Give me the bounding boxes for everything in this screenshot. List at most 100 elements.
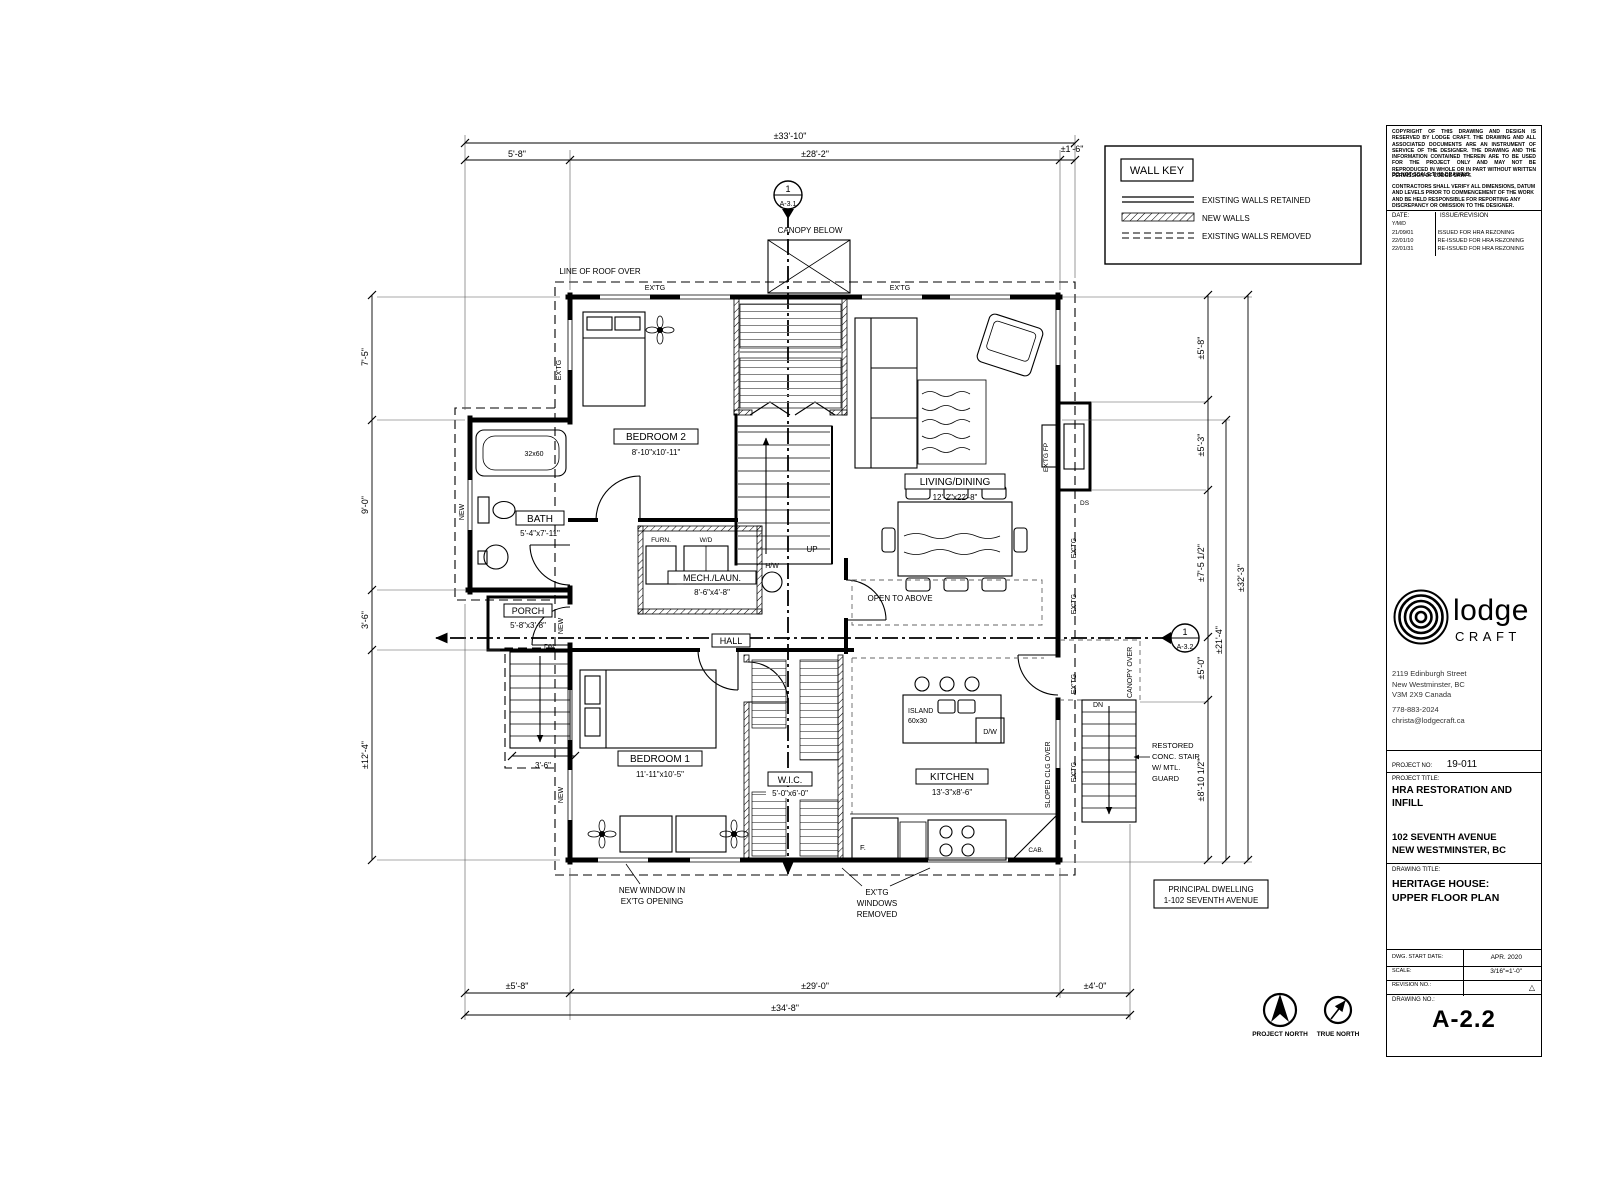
extg-label: EX'TG [1071, 594, 1078, 614]
room-porch-dims: 5'-8"x3'-8" [510, 621, 546, 630]
scale-label: SCALE: [1392, 968, 1412, 974]
project-no-label: PROJECT NO: [1392, 763, 1433, 769]
dim-top-right: ±1'-6" [1061, 144, 1084, 154]
revision-row: 22/01/10 RE-ISSUED FOR HRA REZONING [1392, 238, 1536, 244]
phone: 778-883-2024 [1392, 705, 1439, 714]
revision-row: 22/01/31 RE-ISSUED FOR HRA REZONING [1392, 246, 1536, 252]
extg-label: EX'TG [556, 360, 563, 380]
revision-desc: RE-ISSUED FOR HRA REZONING [1437, 238, 1525, 244]
drawing-no-label: DRAWING NO.: [1392, 997, 1435, 1003]
room-bedroom2: BEDROOM 2 [626, 432, 686, 443]
dim-left-3: 3'-6" [360, 611, 370, 629]
divider [1387, 980, 1541, 981]
bath-fixtures: 32x60 [475, 429, 567, 570]
room-hall: HALL [720, 636, 743, 646]
extg-label: EX'TG [1071, 674, 1078, 694]
removed-windows-note: EX'TG [865, 888, 888, 897]
room-porch: PORCH [512, 606, 545, 616]
open-to-above-label: OPEN TO ABOVE [867, 594, 932, 603]
room-wic-dims: 5'-0"x6'-0" [772, 789, 808, 798]
room-living: LIVING/DINING [920, 477, 991, 488]
stair-main: UP [735, 425, 833, 565]
email[interactable]: christa@lodgecraft.ca [1392, 715, 1465, 725]
section-marker-a32: 1 A-3.2 [1161, 623, 1200, 653]
dim-inner: 3'-6" [535, 761, 551, 770]
extg-label: EX'TG [645, 285, 665, 292]
dim-left-4: ±12'-4" [360, 741, 370, 769]
dim-bottom-main: ±29'-0" [801, 981, 829, 991]
copyright-note: COPYRIGHT OF THIS DRAWING AND DESIGN IS … [1392, 129, 1536, 180]
room-bedroom1-dims: 11'-11"x10'-5" [636, 770, 684, 779]
ceiling-fan-icon [645, 315, 675, 345]
living-furniture [854, 313, 1044, 592]
bedroom1-furniture [579, 669, 749, 853]
project-north-icon [1262, 992, 1298, 1028]
revision-date: 22/01/10 [1392, 238, 1414, 244]
dwg-start-label: DWG. START DATE: [1392, 954, 1444, 960]
canopy-over-label: CANOPY OVER [1127, 647, 1134, 698]
tub-size-label: 32x60 [524, 451, 543, 458]
project-address: 102 SEVENTH AVENUE NEW WESTMINSTER, BC [1392, 832, 1536, 857]
new-label: NEW [558, 786, 565, 803]
room-mech-dims: 8'-6"x4'-8" [694, 588, 730, 597]
project-no-value: 19-011 [1446, 759, 1478, 770]
divider [1387, 966, 1541, 967]
title-block: COPYRIGHT OF THIS DRAWING AND DESIGN IS … [1386, 125, 1542, 1057]
divider [1387, 949, 1541, 950]
wall-key-item: EXISTING WALLS REMOVED [1202, 232, 1311, 241]
wall-annotations: EX'TG EX'TG EX'TG NEW NEW NEW EX'TG EX'T… [459, 285, 1078, 803]
dishwasher-label: D/W [983, 729, 997, 736]
roof-note: LINE OF ROOF OVER [559, 267, 641, 276]
dn-label: DN [544, 644, 554, 651]
do-not-scale-note: DO NOT SCALE THIS DRAWING. [1392, 172, 1471, 178]
furnace-label: FURN. [651, 537, 671, 544]
dim-top-overall: ±33'-10" [774, 131, 807, 141]
closet-shelves [739, 303, 842, 409]
project-address-line: 102 SEVENTH AVENUE [1392, 832, 1497, 843]
new-label: NEW [558, 617, 565, 634]
extg-fp-label: EX'TG FP [1043, 443, 1050, 472]
room-wic: W.I.C. [778, 775, 803, 785]
dim-bottom-right: ±4'-0" [1084, 981, 1107, 991]
true-north-icon [1323, 995, 1353, 1025]
revision-desc: RE-ISSUED FOR HRA REZONING [1437, 246, 1525, 252]
revision-date: 21/09/01 [1392, 230, 1414, 236]
logo-word: CRAFT [1455, 629, 1521, 644]
fireplace: EX'TG FP DS [1041, 401, 1092, 507]
canopy-below: CANOPY BELOW [767, 226, 851, 294]
principal-dwelling-note: 1-102 SEVENTH AVENUE [1164, 896, 1259, 905]
divider [1463, 949, 1464, 996]
hot-water-label: H/W [765, 563, 779, 570]
dim-left-2: 9'-0" [360, 496, 370, 514]
revision-no-label: REVISION NO.: [1392, 982, 1432, 988]
wall-key: WALL KEY EXISTING WALLS RETAINED NEW WAL… [1104, 145, 1362, 265]
address-line: New Westminster, BC [1392, 679, 1465, 689]
removed-windows-note: WINDOWS [857, 899, 897, 908]
room-bath-dims: 5'-4"x7'-11" [520, 529, 560, 538]
new-label: NEW [459, 503, 466, 520]
leader-notes: NEW WINDOW IN EX'TG OPENING EX'TG WINDOW… [619, 863, 1269, 919]
project-address-line: NEW WESTMINSTER, BC [1392, 844, 1506, 856]
island-size-label: 60x30 [908, 718, 927, 725]
doors [529, 401, 1059, 703]
true-north-label: TRUE NORTH [1317, 1031, 1360, 1038]
divider [1387, 863, 1541, 864]
dim-right-3: ±7'-5 1/2" [1196, 544, 1206, 582]
revision-date: 22/01/31 [1392, 246, 1414, 252]
project-north-label: PROJECT NORTH [1252, 1031, 1308, 1038]
dim-top-main: ±28'-2" [801, 149, 829, 159]
principal-dwelling-note: PRINCIPAL DWELLING [1168, 885, 1253, 894]
room-mech: MECH./LAUN. [683, 573, 741, 583]
project-title: HRA RESTORATION AND INFILL [1392, 785, 1512, 809]
dim-right-overall: ±32'-3" [1236, 564, 1246, 592]
drawing-no-value: A-2.2 [1432, 1006, 1496, 1033]
room-living-dims: 12'-2"x22'-8" [933, 493, 978, 502]
stair-porch: DN 3'-6" [507, 644, 580, 770]
canopy-below-label: CANOPY BELOW [778, 226, 843, 235]
roof-outline: LINE OF ROOF OVER [454, 267, 1076, 876]
address-line: 2119 Edinburgh Street [1392, 669, 1467, 678]
drawing-title-line: HERITAGE HOUSE: [1392, 878, 1490, 890]
divider [1435, 212, 1436, 256]
removed-windows-note: REMOVED [857, 910, 898, 919]
